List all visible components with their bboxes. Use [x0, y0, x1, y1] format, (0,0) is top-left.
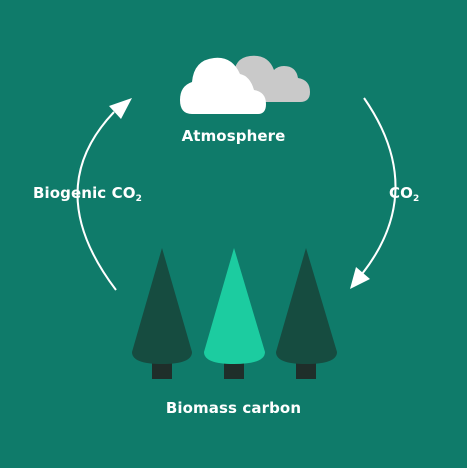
biogenic-co2-text: Biogenic CO — [33, 184, 136, 202]
cloud-front-icon — [180, 57, 266, 114]
co2-text: CO — [389, 184, 413, 202]
tree-left-icon — [132, 248, 192, 379]
biomass-carbon-label: Biomass carbon — [165, 399, 302, 417]
tree-right-icon — [276, 248, 337, 379]
co2-label: CO2 — [389, 184, 420, 204]
biogenic-co2-subscript: 2 — [135, 194, 142, 204]
biogenic-co2-label: Biogenic CO2 — [33, 184, 142, 204]
tree-center-icon — [204, 248, 265, 379]
co2-subscript: 2 — [412, 194, 420, 204]
atmosphere-label: Atmosphere — [181, 127, 286, 145]
arrow-up-curve-icon — [76, 98, 132, 291]
arrow-down-curve-icon — [350, 97, 397, 289]
